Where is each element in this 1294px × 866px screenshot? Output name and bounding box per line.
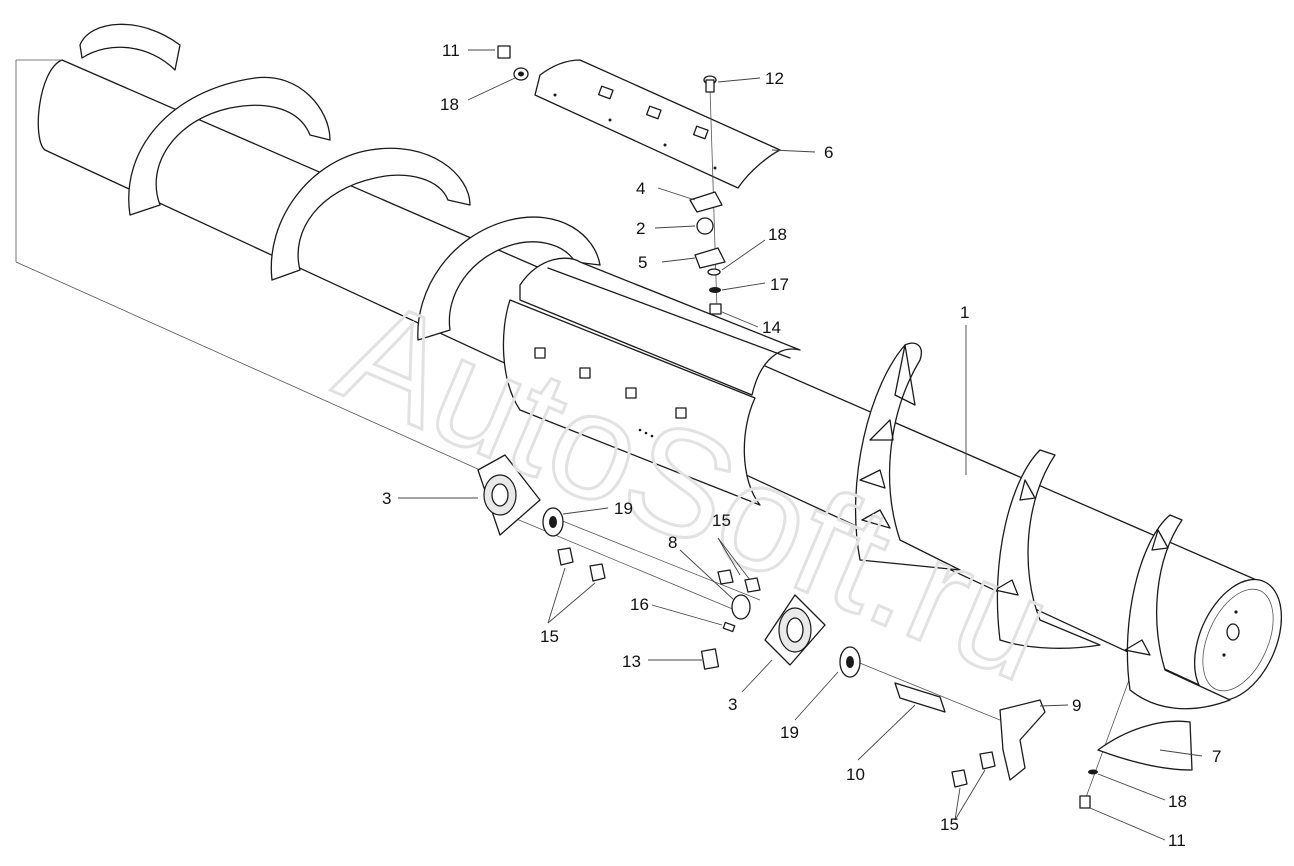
callout-2: 2: [636, 219, 645, 238]
callout-15-center: 15: [712, 511, 731, 530]
callout-6: 6: [824, 143, 833, 162]
callout-3-center: 3: [728, 695, 737, 714]
callout-labels: 11 18 12 6 4 2 18 5 17 14 1 3 19 15 8 15…: [382, 41, 1221, 850]
callout-15-bottom: 15: [940, 815, 959, 834]
guide-lines: [15, 59, 1141, 801]
callout-18-top: 18: [440, 95, 459, 114]
bolt-washer-top-left: [497, 45, 529, 81]
callout-19-left: 19: [614, 499, 633, 518]
callout-17: 17: [770, 275, 789, 294]
callout-1: 1: [960, 303, 969, 322]
callout-4: 4: [636, 179, 645, 198]
callout-12: 12: [765, 69, 784, 88]
callout-13: 13: [622, 652, 641, 671]
callout-11-top: 11: [442, 41, 460, 60]
callout-9: 9: [1072, 696, 1081, 715]
tube-window-section: [502, 257, 801, 506]
shield-plate: [1079, 720, 1193, 809]
bearing-housing-left: [477, 454, 606, 582]
callout-8: 8: [668, 533, 677, 552]
callout-18-bottom: 18: [1168, 792, 1187, 811]
spiral-flights-left: [79, 23, 601, 341]
spiral-flights-right: [854, 342, 1231, 710]
callout-18-mid: 18: [768, 225, 787, 244]
callout-14: 14: [762, 318, 781, 337]
bearing-housing-center: [700, 569, 861, 678]
cover-plate: [534, 59, 781, 189]
callout-7: 7: [1212, 747, 1221, 766]
callout-5: 5: [638, 253, 647, 272]
fastener-stack-top: [689, 75, 726, 315]
callout-3-left: 3: [382, 489, 391, 508]
callout-15-left: 15: [540, 627, 559, 646]
callout-10: 10: [846, 765, 865, 784]
leader-lines: [398, 49, 1203, 841]
callout-11-bottom: 11: [1168, 831, 1186, 850]
callout-16: 16: [630, 595, 649, 614]
callout-19-center: 19: [780, 723, 799, 742]
shaft-bracket: [894, 682, 1046, 788]
